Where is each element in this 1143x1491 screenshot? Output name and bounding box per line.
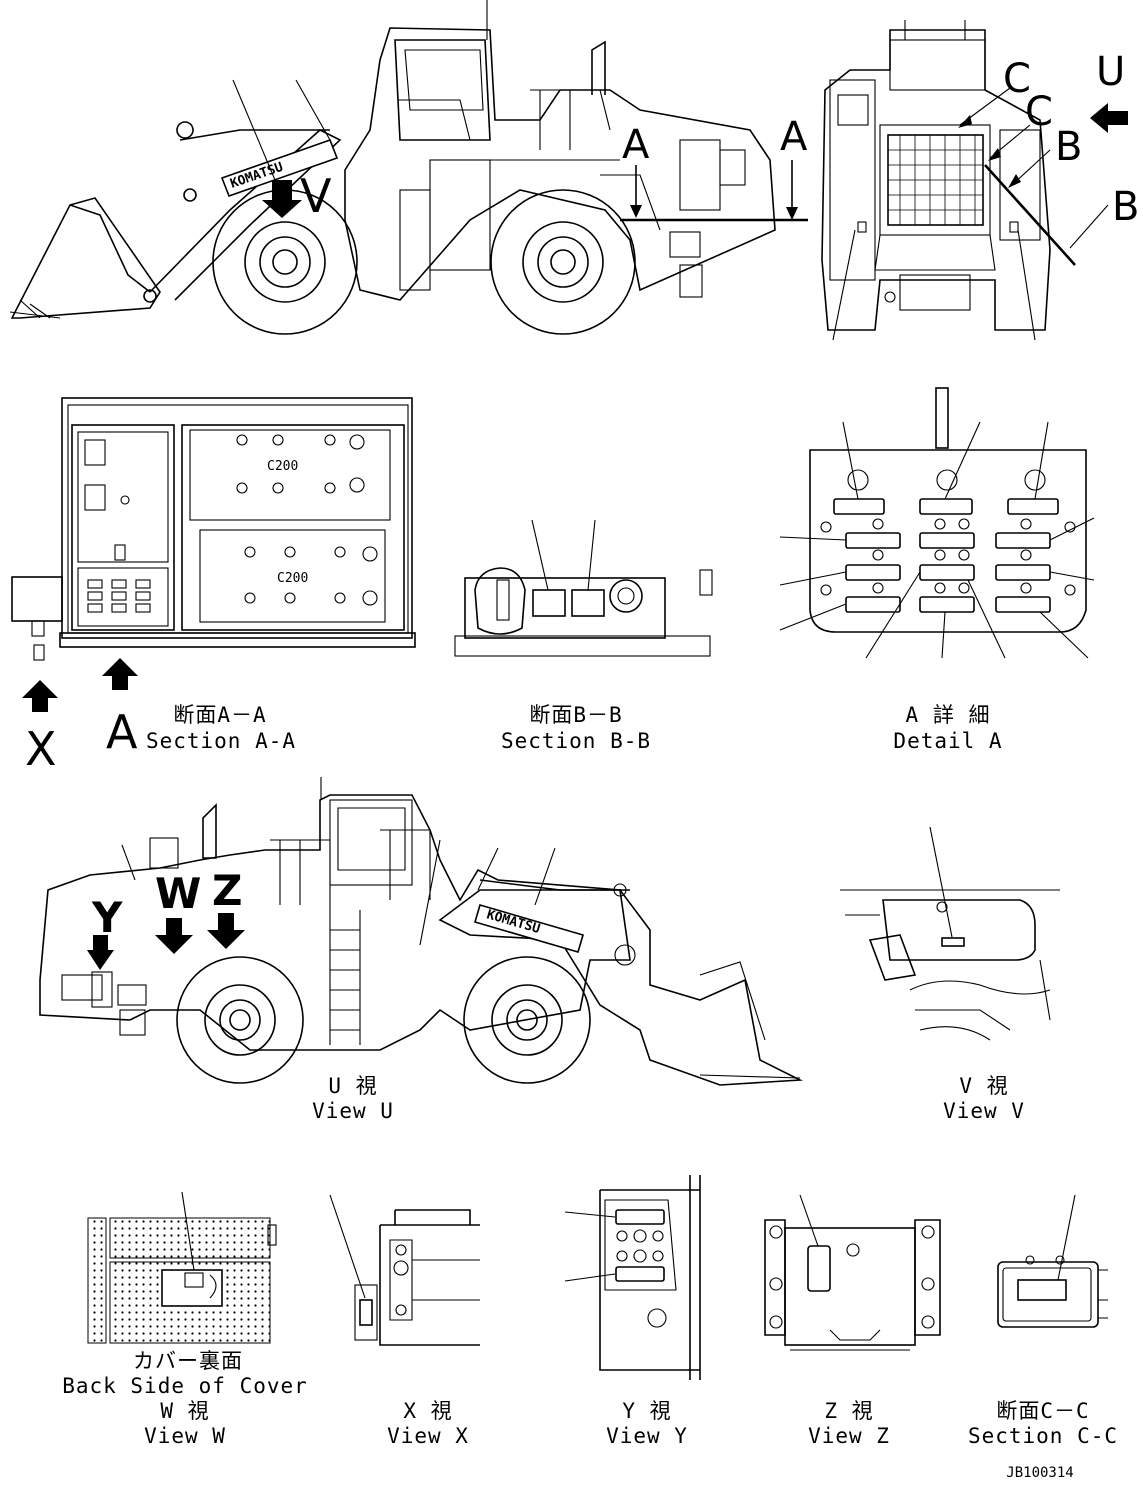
view-u-label-w: W <box>155 869 201 918</box>
side-label-a-2: A <box>780 114 808 160</box>
view-y: Y 視 View Y <box>564 1175 701 1448</box>
view-x-title-jp: X 視 <box>403 1399 452 1423</box>
doc-number: JB100314 <box>1006 1465 1073 1481</box>
detail-a-title-jp: A 詳 細 <box>906 703 991 727</box>
rear-view-loader: U C C B B <box>821 20 1139 341</box>
view-u-label-z: Z <box>212 866 242 915</box>
side-label-v: V <box>300 169 332 223</box>
view-w-title-en: View W <box>144 1424 226 1448</box>
detail-a-title-en: Detail A <box>893 729 1002 753</box>
side-label-a-1: A <box>622 122 650 168</box>
view-x: X 視 View X <box>329 1194 480 1448</box>
view-u-title-jp: U 視 <box>328 1074 377 1098</box>
view-y-title-en: View Y <box>606 1424 688 1448</box>
view-y-title-jp: Y 視 <box>622 1399 671 1423</box>
section-a-title-en: Section A-A <box>146 729 296 753</box>
view-v: V 視 View V <box>840 826 1060 1123</box>
side-view-loader: KOMATSU V A A <box>9 0 808 335</box>
view-v-title-en: View V <box>943 1099 1025 1123</box>
rear-label-u: U <box>1096 49 1125 95</box>
section-c-c: 断面C－C Section C-C <box>968 1194 1118 1448</box>
rear-label-b-1: B <box>1055 124 1082 170</box>
section-b-title-jp: 断面B－B <box>529 703 622 727</box>
view-u: KOMATSU Y W Z U 視 View U <box>39 777 804 1123</box>
section-b-b: 断面B－B Section B-B <box>454 519 713 753</box>
section-a-a: C200 C200 X A 断面A－A Section A-A <box>11 397 416 776</box>
view-u-label-y: Y <box>91 893 123 942</box>
view-z-title-en: View Z <box>808 1424 890 1448</box>
view-w-title-jp: W 視 <box>160 1399 209 1423</box>
section-a-title-jp: 断面A－A <box>173 703 266 727</box>
section-a-arrow-label-x: X <box>25 722 57 776</box>
view-x-title-en: View X <box>387 1424 469 1448</box>
section-b-title-en: Section B-B <box>501 729 651 753</box>
view-w-cover-jp: カバー裏面 <box>133 1349 243 1373</box>
view-w-cover-en: Back Side of Cover <box>62 1374 308 1398</box>
battery-label-1: C200 <box>267 459 298 474</box>
view-z-title-jp: Z 視 <box>824 1399 873 1423</box>
rear-label-c-2: C <box>1025 89 1053 135</box>
battery-label-2: C200 <box>277 571 308 586</box>
section-a-label-a: A <box>106 705 138 759</box>
rear-label-c-1: C <box>1003 56 1031 102</box>
view-z: Z 視 View Z <box>764 1194 941 1448</box>
view-w: カバー裏面 Back Side of Cover W 視 View W <box>62 1191 308 1448</box>
detail-a: A 詳 細 Detail A <box>779 387 1095 753</box>
view-v-title-jp: V 視 <box>959 1074 1008 1098</box>
rear-label-b-2: B <box>1112 184 1139 230</box>
section-c-title-jp: 断面C－C <box>996 1399 1089 1423</box>
view-u-title-en: View U <box>312 1099 394 1123</box>
section-c-title-en: Section C-C <box>968 1424 1118 1448</box>
